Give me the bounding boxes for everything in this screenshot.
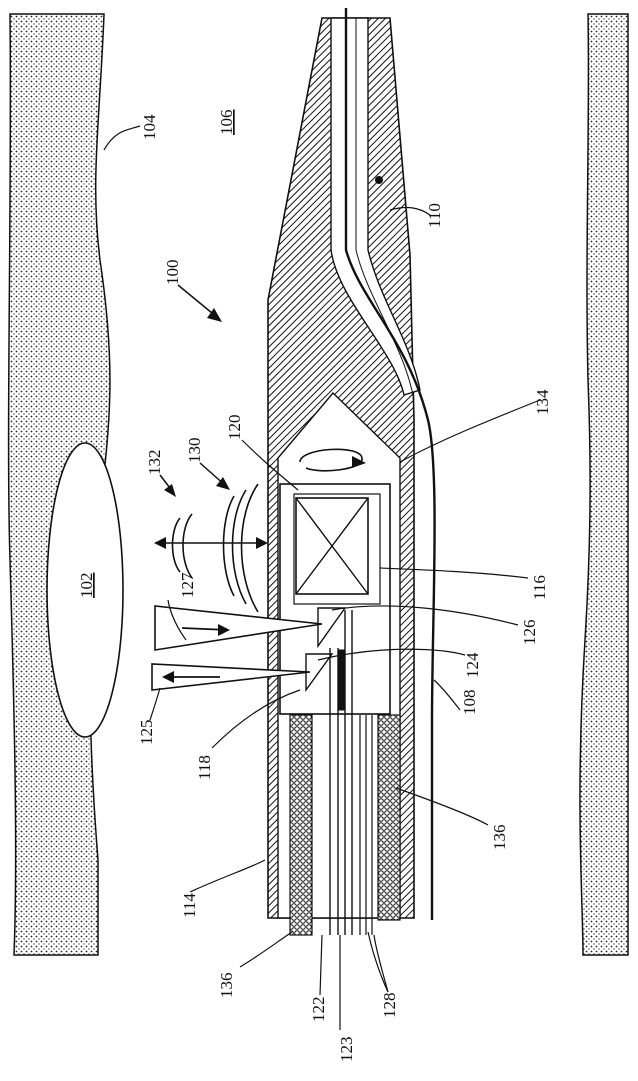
label-134: 134 (533, 389, 552, 415)
label-126: 126 (520, 620, 539, 646)
drive-coil-right (378, 715, 400, 920)
label-104: 104 (140, 114, 159, 140)
ultrasound-axis-head-right (256, 537, 268, 549)
label-122: 122 (309, 997, 328, 1023)
label-100: 100 (163, 260, 182, 286)
label-136-right: 136 (490, 825, 509, 851)
label-114: 114 (180, 893, 199, 918)
label-136-left: 136 (217, 973, 236, 999)
label-120: 120 (225, 415, 244, 441)
label-124: 124 (463, 652, 482, 678)
label-127: 127 (178, 572, 197, 598)
label-110: 110 (425, 203, 444, 228)
guidewire-lumen-marker (375, 176, 383, 184)
label-118: 118 (195, 755, 214, 780)
vessel-wall-right (580, 14, 628, 955)
label-116: 116 (530, 575, 549, 600)
label-125: 125 (137, 720, 156, 746)
label-128: 128 (380, 993, 399, 1019)
label-106: 106 (217, 110, 236, 136)
label-102: 102 (77, 573, 96, 599)
label-123: 123 (337, 1037, 356, 1063)
ultrasound-axis-head-left (154, 537, 166, 549)
pointer-132-head (164, 484, 176, 497)
label-108: 108 (460, 690, 479, 716)
drive-coil-left (290, 715, 312, 935)
label-130: 130 (185, 438, 204, 464)
label-132: 132 (145, 450, 164, 476)
